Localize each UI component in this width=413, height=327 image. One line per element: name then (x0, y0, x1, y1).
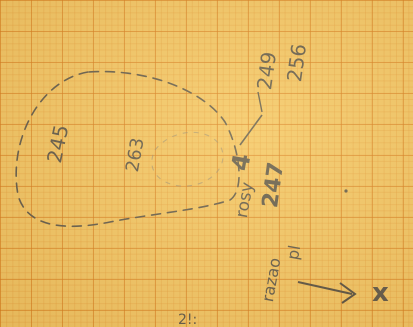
slope-line (240, 115, 262, 145)
arrow-shaft (298, 282, 352, 294)
bottom-edge-note: 2!: (178, 312, 197, 327)
ink-dot (344, 189, 347, 192)
axis-x-label: x (372, 278, 389, 308)
fraction-bar (258, 92, 262, 112)
vertical-note-pl: pl (283, 244, 304, 262)
inner-dashed-loop (152, 132, 223, 186)
